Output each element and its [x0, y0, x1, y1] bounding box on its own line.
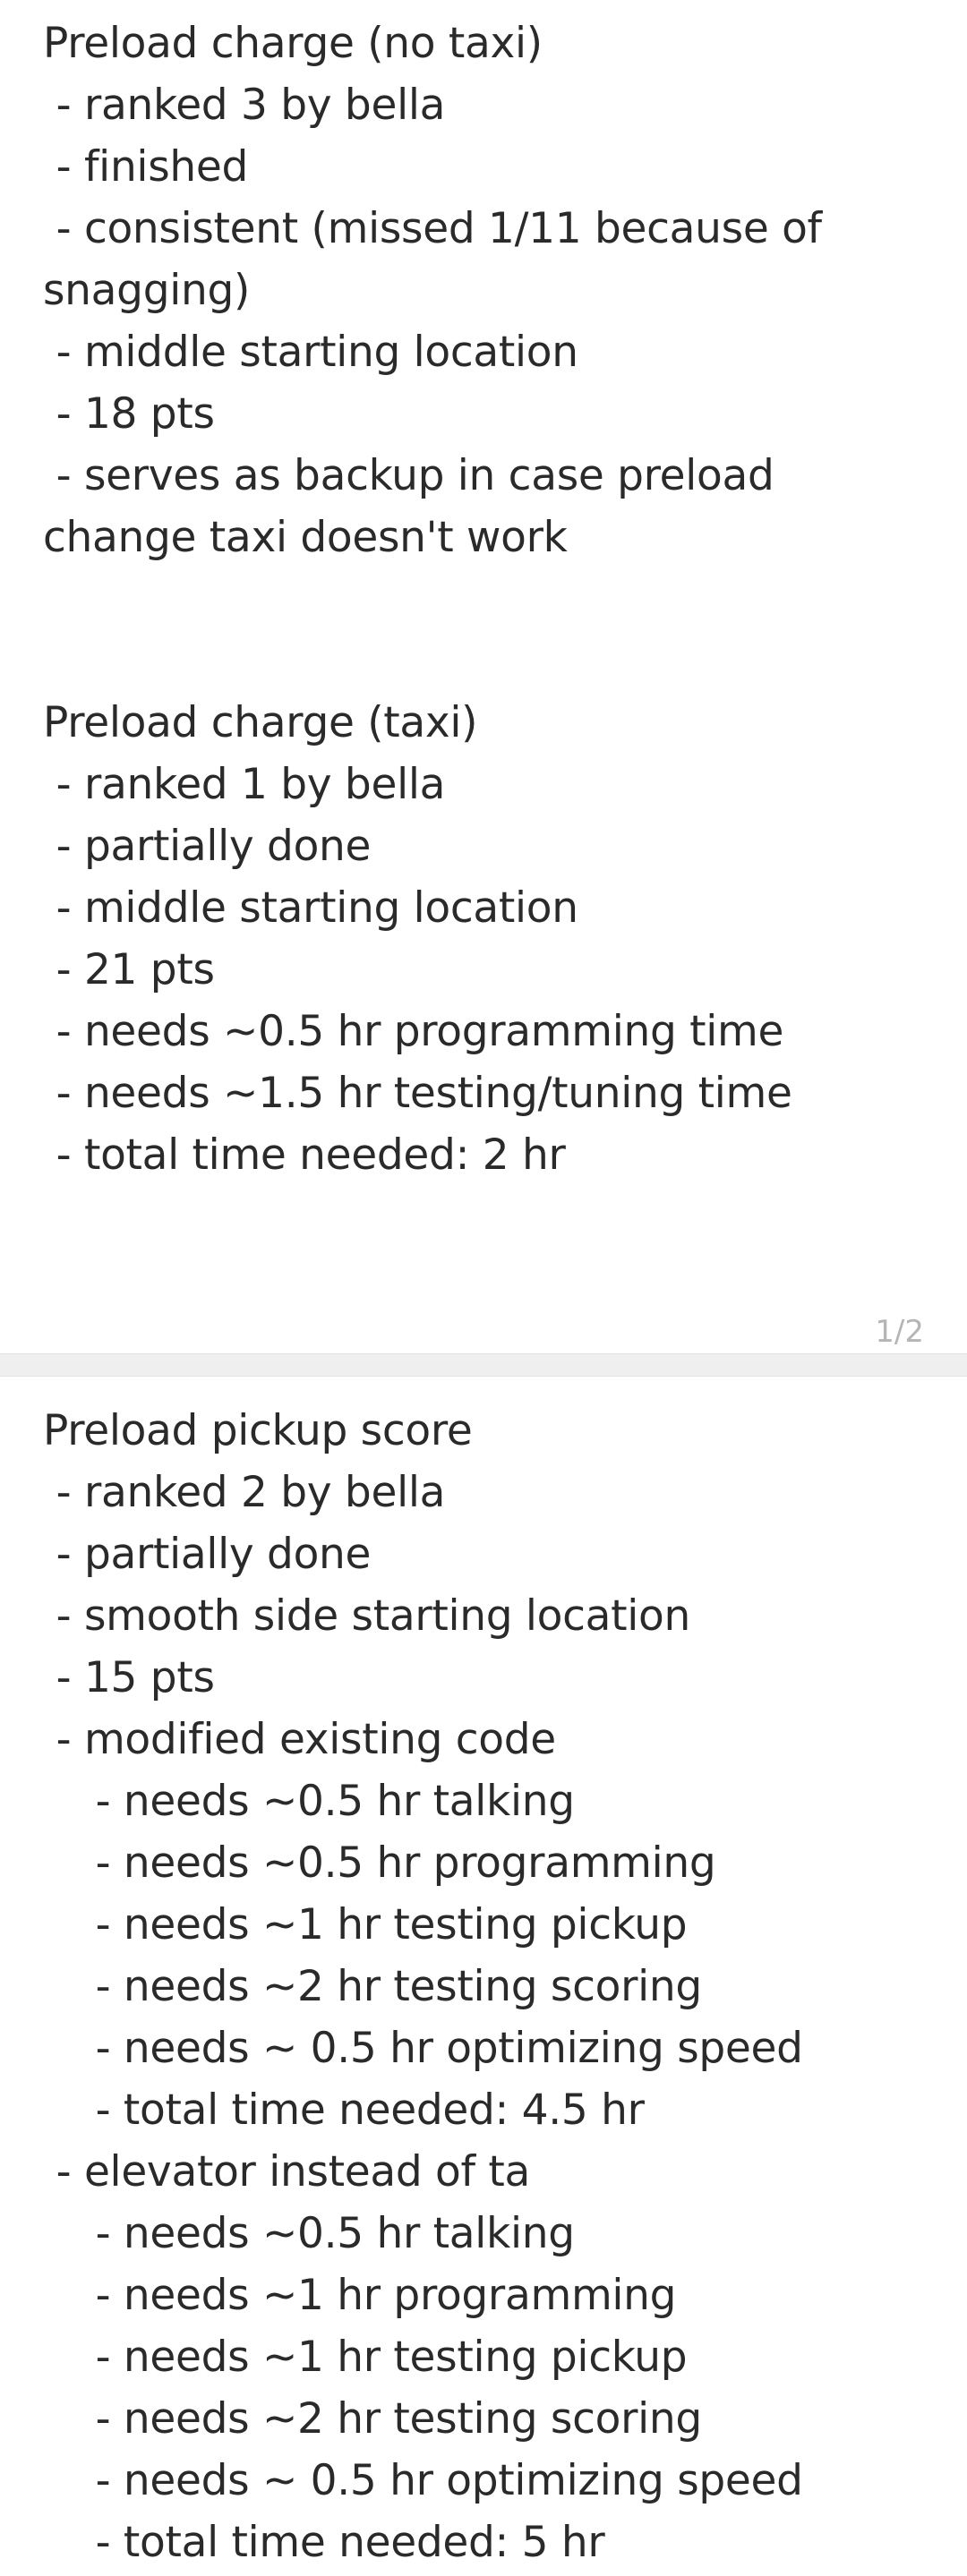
note-line: - modified existing code [43, 1715, 557, 1764]
note-line: - finished [43, 142, 249, 192]
note-line: - 21 pts [43, 945, 215, 994]
page-counter: 1/2 [875, 1314, 924, 1350]
section-heading: Preload charge (no taxi) [43, 19, 543, 68]
note-subline: - total time needed: 5 hr [43, 2518, 605, 2567]
note-subline: - needs ~2 hr testing scoring [43, 2394, 703, 2444]
note-text-block-2[interactable]: Preload pickup score - ranked 2 by bella… [43, 1400, 938, 2573]
note-subline: - needs ~0.5 hr talking [43, 1777, 575, 1826]
note-text-block-1[interactable]: Preload charge (no taxi) - ranked 3 by b… [43, 13, 938, 1186]
blank-line [43, 568, 938, 630]
note-subline: - total time needed: 4.5 hr [43, 2086, 645, 2135]
note-line: - ranked 3 by bella [43, 81, 446, 130]
note-subline: - needs ~ 0.5 hr optimizing speed [43, 2024, 803, 2073]
blank-line [43, 630, 938, 692]
note-subline: - needs ~ 0.5 hr optimizing speed [43, 2456, 803, 2505]
section-heading: Preload pickup score [43, 1406, 473, 1455]
note-line: - ranked 1 by bella [43, 760, 446, 809]
note-subline: - needs ~2 hr testing scoring [43, 1962, 703, 2011]
note-subline: - needs ~1 hr programming [43, 2271, 677, 2320]
note-page-1: Preload charge (no taxi) - ranked 3 by b… [43, 13, 938, 1350]
note-line: - needs ~1.5 hr testing/tuning time [43, 1069, 792, 1118]
note-line: - 18 pts [43, 389, 215, 439]
note-line: - consistent (missed 1/11 because of sna… [43, 204, 835, 315]
note-line: - elevator instead of ta [43, 2147, 531, 2196]
note-subline: - needs ~0.5 hr talking [43, 2209, 575, 2258]
note-line: - ranked 2 by bella [43, 1468, 446, 1517]
note-line: - smooth side starting location [43, 1591, 691, 1641]
section-heading: Preload charge (taxi) [43, 698, 478, 747]
note-subline: - needs ~0.5 hr programming [43, 1838, 716, 1888]
note-subline: - needs ~1 hr testing pickup [43, 1900, 688, 1949]
note-line: - needs ~0.5 hr programming time [43, 1007, 784, 1056]
note-line: - 15 pts [43, 1653, 215, 1702]
note-line: - middle starting location [43, 883, 578, 933]
note-page-2: Preload pickup score - ranked 2 by bella… [0, 1377, 967, 2576]
note-subline: - needs ~1 hr testing pickup [43, 2333, 688, 2382]
note-line: - partially done [43, 822, 372, 871]
note-line: - total time needed: 2 hr [43, 1130, 566, 1180]
note-line: - partially done [43, 1530, 372, 1579]
page-separator [0, 1353, 967, 1377]
note-line: - serves as backup in case preload chang… [43, 451, 788, 562]
note-line: - middle starting location [43, 328, 578, 377]
